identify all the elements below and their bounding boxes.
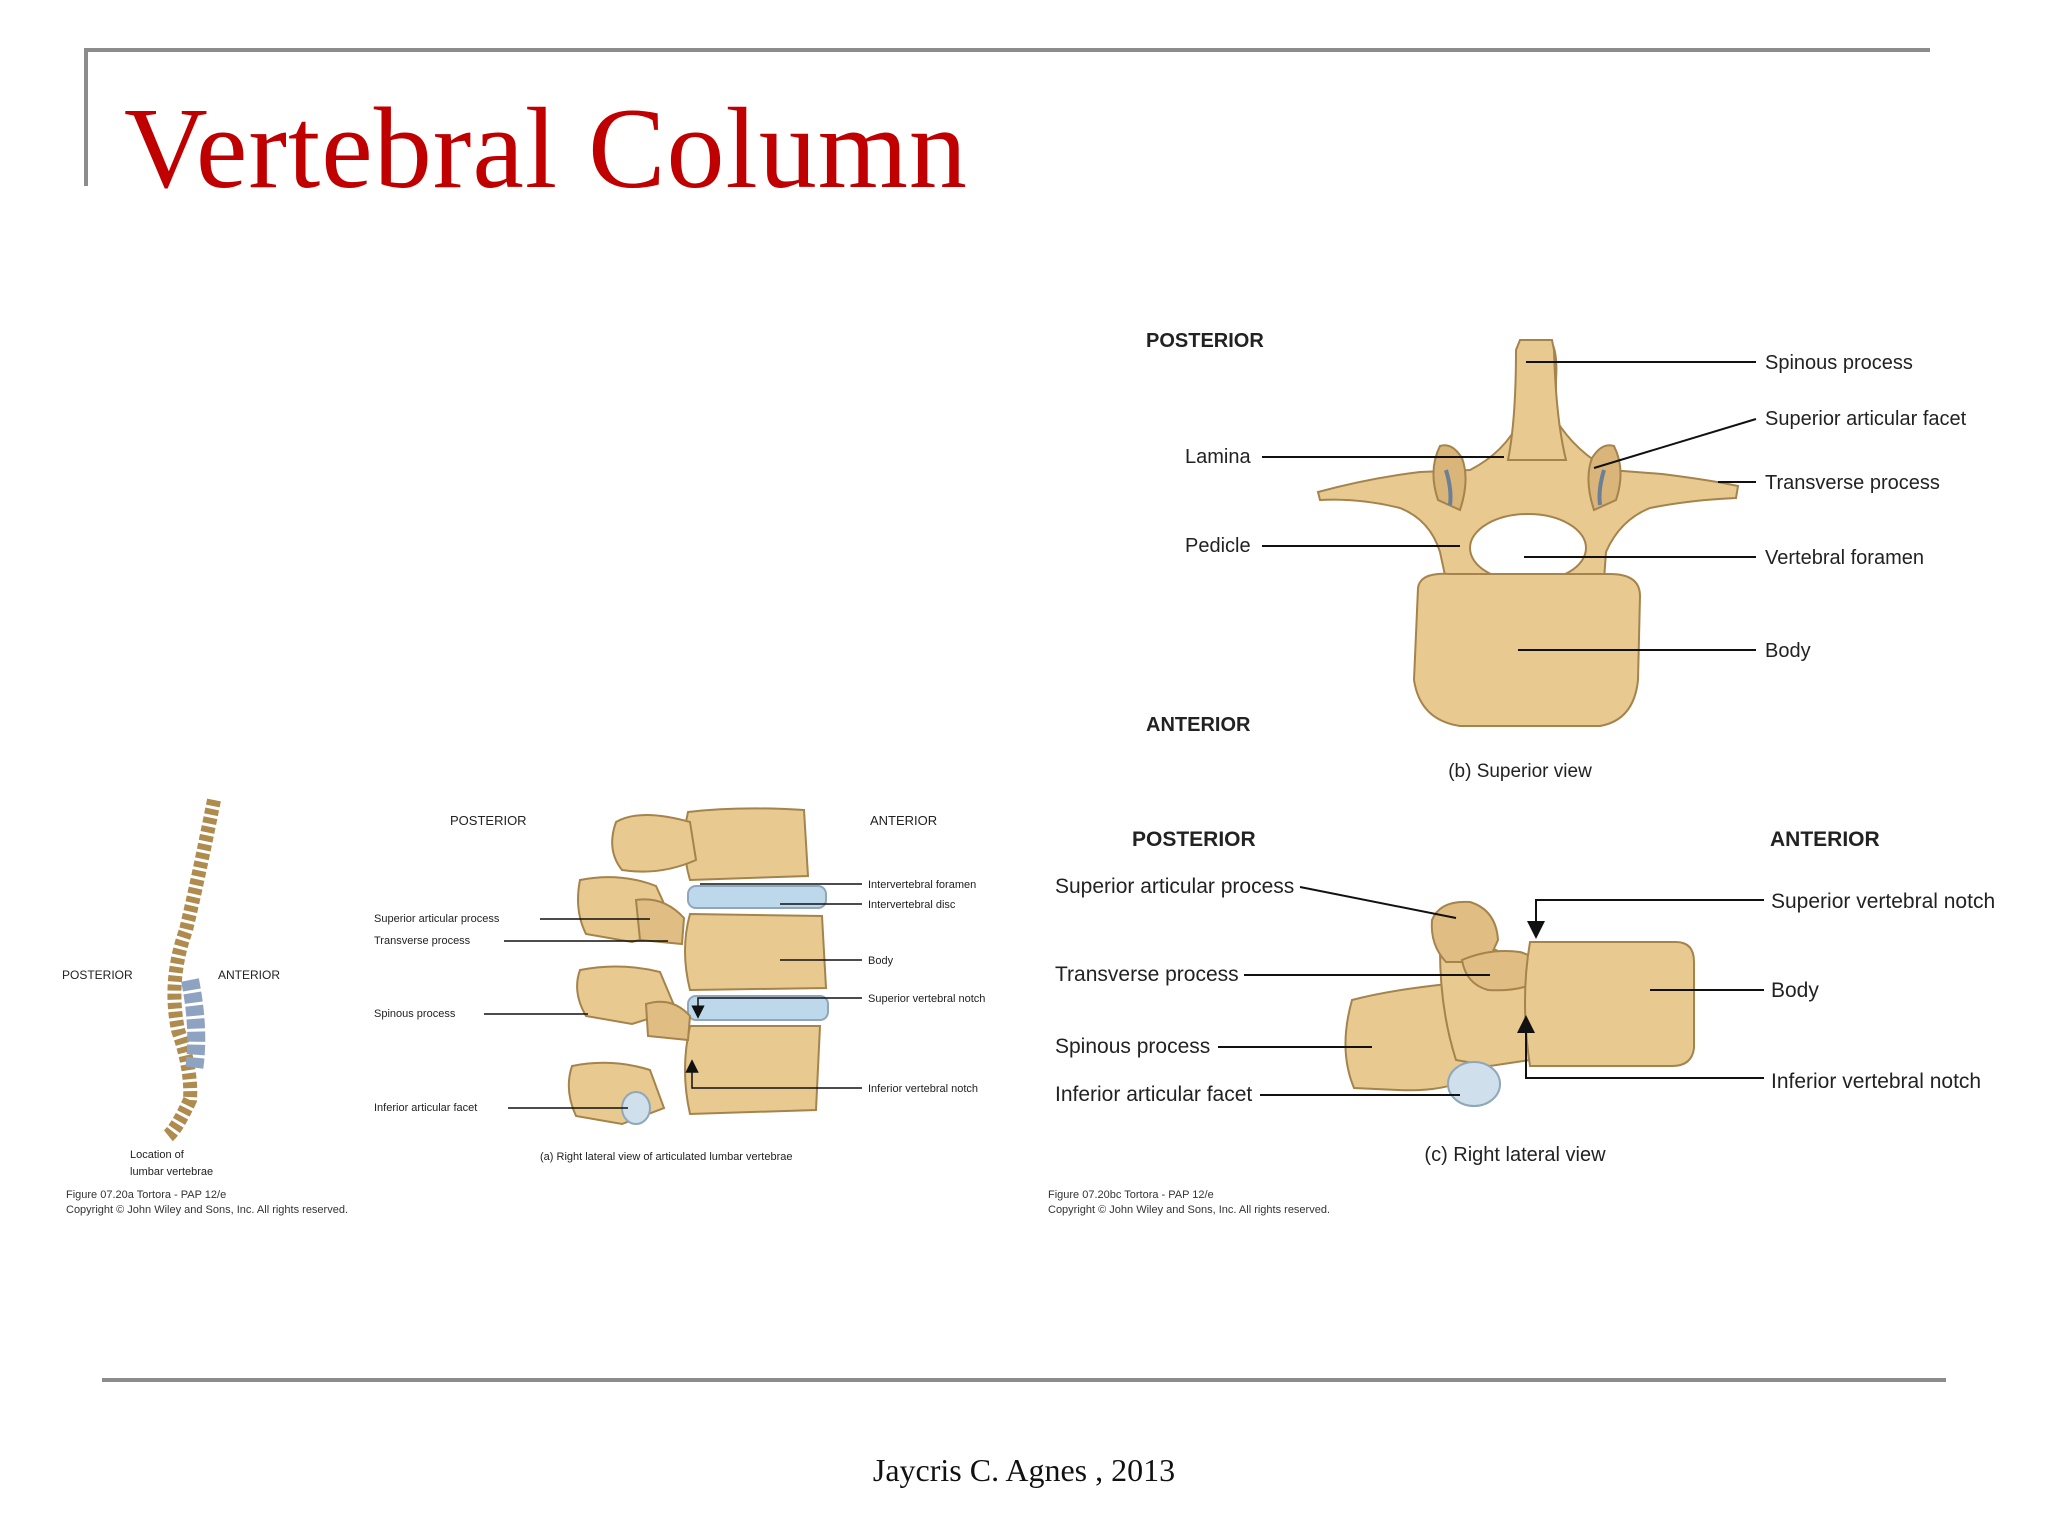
superior-view-caption: (b) Superior view xyxy=(1448,761,1592,782)
articulated-superior-articular-process-label: Superior articular process xyxy=(374,913,500,925)
spine-posterior-label: POSTERIOR xyxy=(62,968,133,982)
superior-view-lamina-label: Lamina xyxy=(1185,446,1251,468)
lateral-view-transverse-process-label: Transverse process xyxy=(1055,963,1239,986)
superior-view-body-label: Body xyxy=(1765,640,1811,662)
articulated-superior-vertebral-notch-label: Superior vertebral notch xyxy=(868,993,985,1005)
lateral-view-copyright: Copyright © John Wiley and Sons, Inc. Al… xyxy=(1048,1204,1330,1216)
lateral-view-superior-notch-arrow xyxy=(1527,899,1764,939)
slide-footer: Jaycris C. Agnes , 2013 xyxy=(872,1452,1176,1488)
figure-b-superior-view: POSTERIOR ANTERIOR Lamina Pedicle Spinou… xyxy=(1146,330,1967,782)
figure-a-articulated-lumbar: POSTERIOR ANTERIOR Location of lumbar ve… xyxy=(62,798,985,1216)
articulated-posterior-label: POSTERIOR xyxy=(450,813,527,828)
slide-title: Vertebral Column xyxy=(124,85,968,213)
articulated-anterior-label: ANTERIOR xyxy=(870,813,937,828)
superior-view-transverse-process-label: Transverse process xyxy=(1765,472,1940,494)
lateral-view-vertebra-drawing xyxy=(1344,900,1695,1107)
articulated-superior-notch-arrow xyxy=(691,997,862,1019)
articulated-figure-credit: Figure 07.20a Tortora - PAP 12/e xyxy=(66,1189,226,1201)
superior-view-articular-facet-leader xyxy=(1593,418,1757,469)
lateral-view-inferior-notch-arrow xyxy=(1517,1015,1764,1079)
spine-location-drawing xyxy=(163,798,221,1142)
articulated-intervertebral-disc-label: Intervertebral disc xyxy=(868,899,956,911)
articulated-inferior-vertebral-notch-label: Inferior vertebral notch xyxy=(868,1083,978,1095)
articulated-transverse-process-label: Transverse process xyxy=(374,935,471,947)
superior-view-posterior-label: POSTERIOR xyxy=(1146,330,1264,352)
superior-view-vertebra-drawing xyxy=(1316,338,1740,727)
articulated-copyright: Copyright © John Wiley and Sons, Inc. Al… xyxy=(66,1204,348,1216)
superior-view-pedicle-label: Pedicle xyxy=(1185,535,1251,557)
lateral-view-figure-credit: Figure 07.20bc Tortora - PAP 12/e xyxy=(1048,1189,1214,1201)
lateral-view-superior-vertebral-notch-label: Superior vertebral notch xyxy=(1771,890,1995,913)
lateral-view-superior-articular-process-label: Superior articular process xyxy=(1055,875,1294,898)
articulated-caption: (a) Right lateral view of articulated lu… xyxy=(540,1151,793,1163)
articulated-inferior-notch-arrow xyxy=(685,1059,862,1089)
articulated-intervertebral-foramen-label: Intervertebral foramen xyxy=(868,879,976,891)
spine-anterior-label: ANTERIOR xyxy=(218,968,280,982)
articulated-spinous-process-label: Spinous process xyxy=(374,1008,456,1020)
figure-c-right-lateral-view: POSTERIOR ANTERIOR Superior articular pr… xyxy=(1048,828,1995,1216)
top-rule xyxy=(84,48,1930,52)
articulated-body-label: Body xyxy=(868,955,894,967)
lateral-view-body-label: Body xyxy=(1771,979,1819,1002)
lateral-view-inferior-articular-facet-label: Inferior articular facet xyxy=(1055,1083,1252,1106)
lateral-view-anterior-label: ANTERIOR xyxy=(1770,828,1880,851)
superior-view-vertebral-foramen-label: Vertebral foramen xyxy=(1765,547,1924,569)
left-rule xyxy=(84,48,88,186)
spine-caption-line-1: Location of xyxy=(130,1149,185,1161)
lateral-view-caption: (c) Right lateral view xyxy=(1424,1144,1606,1166)
bottom-rule xyxy=(102,1378,1946,1382)
spine-caption-line-2: lumbar vertebrae xyxy=(130,1166,213,1178)
superior-view-spinous-process-label: Spinous process xyxy=(1765,352,1913,374)
articulated-inferior-articular-facet-label: Inferior articular facet xyxy=(374,1102,477,1114)
lateral-view-sap-leader xyxy=(1299,886,1457,919)
superior-view-superior-articular-facet-label: Superior articular facet xyxy=(1765,408,1967,430)
lateral-view-inferior-vertebral-notch-label: Inferior vertebral notch xyxy=(1771,1070,1981,1093)
lateral-view-posterior-label: POSTERIOR xyxy=(1132,828,1256,851)
superior-view-anterior-label: ANTERIOR xyxy=(1146,714,1251,736)
articulated-vertebrae-drawing xyxy=(567,807,829,1126)
lateral-view-spinous-process-label: Spinous process xyxy=(1055,1035,1210,1058)
